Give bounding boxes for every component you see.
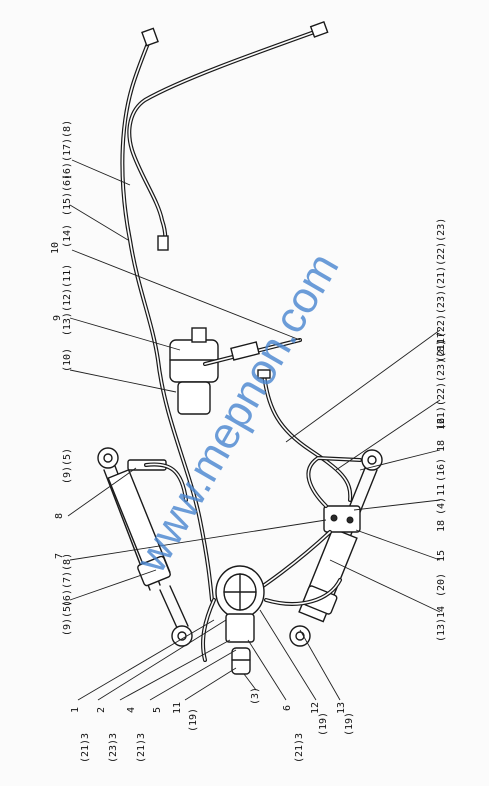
callout-label: 8 — [54, 513, 65, 519]
callout-label: 18 — [436, 440, 447, 452]
callout-label: (13) — [436, 618, 447, 642]
callout-label: 16 — [436, 418, 447, 430]
callout-label: 15 — [436, 550, 447, 562]
callout-label: 14 — [436, 606, 447, 618]
callout-label: (19) — [188, 708, 199, 732]
callout-label: (14) — [62, 224, 73, 248]
callout-label: (10) — [62, 348, 73, 372]
callout-label: 9 — [52, 315, 63, 321]
callout-label: (3) — [250, 687, 261, 705]
callout-labels: (6)(17)(8) (15)(6) 10 (14) 9 (13)(12)(11… — [50, 120, 447, 763]
callout-label: 11 — [172, 702, 183, 714]
control-valve — [169, 327, 302, 415]
callout-label: (21)(22)(23)(21)(22)(23) — [436, 218, 447, 363]
callout-label: (21)3 — [80, 733, 91, 763]
callout-label: (20) — [436, 573, 447, 597]
callout-label: 6 — [282, 705, 293, 711]
callout-label: 4 — [126, 707, 137, 713]
callout-label: 2 — [96, 707, 107, 713]
callout-label: (19) — [318, 712, 329, 736]
callout-label: 7 — [54, 553, 65, 559]
callout-label: (21)3 — [294, 733, 305, 763]
callout-label: (23)3 — [108, 733, 119, 763]
callout-label: (6)(7)(8) — [62, 553, 73, 607]
right-hydraulic-cylinder — [289, 449, 383, 647]
upper-pipe-group — [120, 21, 329, 602]
callout-label: 17 — [436, 332, 447, 344]
right-hose — [257, 369, 353, 502]
callout-label: (21)(22)(23)(8) — [436, 340, 447, 430]
callout-label: 1 — [70, 707, 81, 713]
callout-label: (6)(17)(8) — [62, 120, 73, 180]
callout-label: (9)(5) — [62, 448, 73, 484]
callout-label: 13 — [336, 702, 347, 714]
watermark-text: www.mepnon.com — [126, 245, 349, 582]
callout-label: 18 — [436, 520, 447, 532]
pump-unit — [201, 565, 342, 675]
callout-label: 11 — [436, 484, 447, 496]
callout-label: 5 — [152, 707, 163, 713]
callout-label: (16) — [436, 458, 447, 482]
left-hydraulic-cylinder — [97, 447, 193, 647]
callout-label: (13)(12)(11) — [62, 264, 73, 336]
callout-label: 12 — [310, 702, 321, 714]
callout-label: (15)(6) — [62, 174, 73, 216]
callout-label: (9)(5) — [62, 600, 73, 636]
callout-label: (4) — [436, 497, 447, 515]
leader-lines — [67, 159, 441, 701]
callout-label: (19) — [344, 712, 355, 736]
callout-label: (21)3 — [136, 733, 147, 763]
callout-label: 10 — [50, 242, 61, 254]
